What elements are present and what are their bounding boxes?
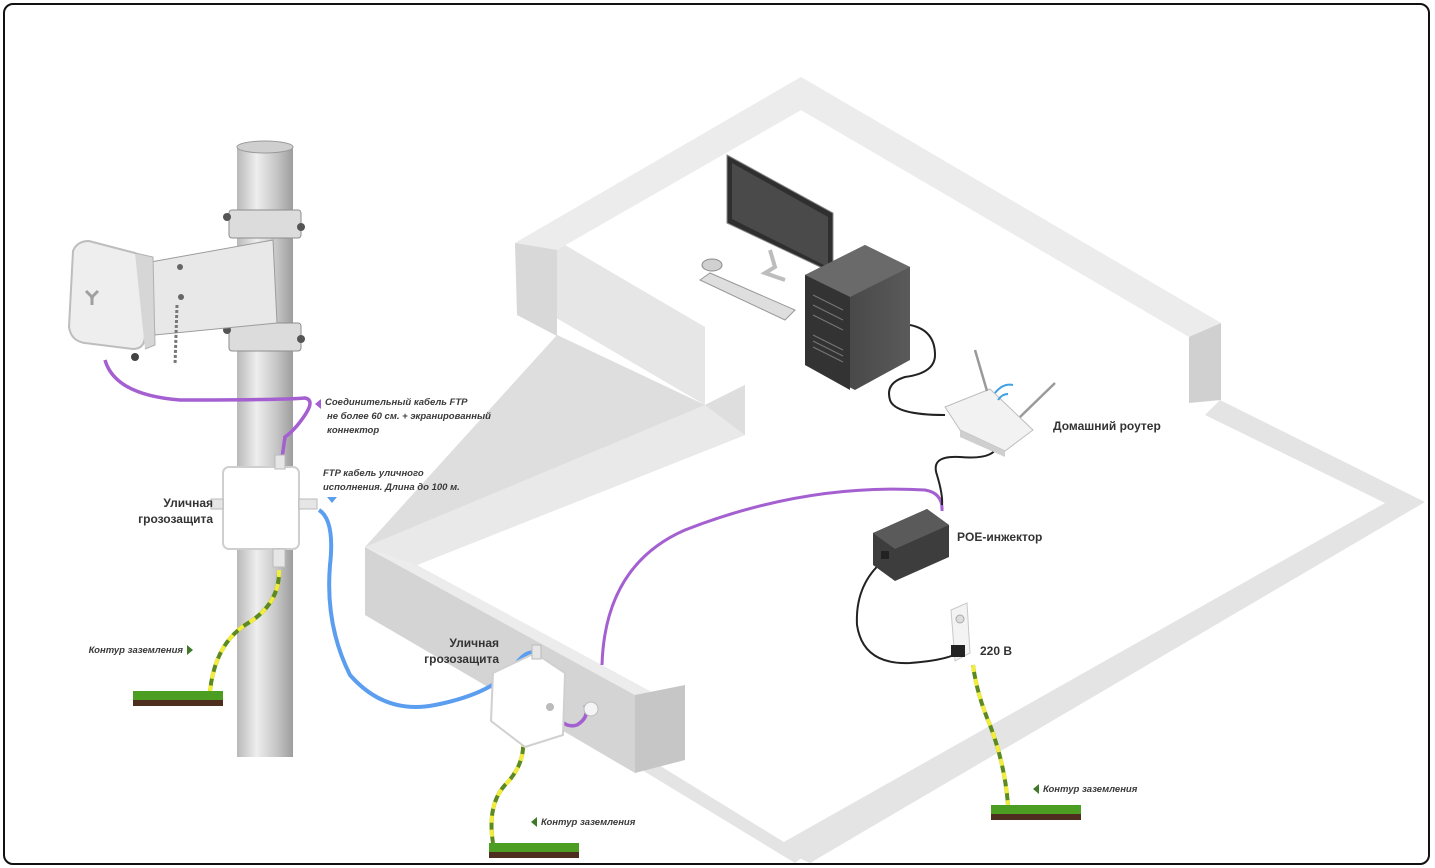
sector-antenna-icon bbox=[67, 239, 156, 361]
ground-pole-label: Контур заземления bbox=[89, 645, 184, 656]
cable-pc-to-router bbox=[888, 324, 946, 416]
router-label: Домашний роутер bbox=[1053, 419, 1161, 433]
ftp-outdoor-label-1: FTP кабель уличного bbox=[323, 468, 424, 479]
ftp-outdoor-label-2: исполнения. Длина до 100 м. bbox=[323, 482, 460, 493]
desktop-computer-icon bbox=[699, 154, 910, 390]
ftp-patch-label-1: Соединительный кабель FTP bbox=[325, 397, 468, 408]
ground-pointer-outlet bbox=[1033, 784, 1039, 794]
grass-ground-icon-pole bbox=[133, 691, 223, 706]
diagram-frame: Соединительный кабель FTP не более 60 см… bbox=[3, 3, 1430, 865]
surge-wall-label-2: грозозащита bbox=[424, 652, 499, 666]
outdoor-cable-pointer bbox=[327, 497, 337, 503]
cable-poe-to-outlet bbox=[855, 560, 962, 665]
patch-cable-wall-to-poe bbox=[600, 487, 944, 666]
patch-cable-antenna-to-surge bbox=[103, 359, 312, 466]
ground-wires bbox=[208, 569, 1010, 844]
surge-protector-pole-icon bbox=[210, 454, 318, 568]
walls bbox=[365, 77, 1221, 773]
grass-ground-icon-outlet bbox=[991, 805, 1081, 820]
patch-cable-pointer bbox=[315, 399, 321, 409]
poe-injector-icon bbox=[873, 509, 949, 581]
surge-pole-label-2: грозозащита bbox=[138, 512, 213, 526]
ftp-patch-label-3: коннектор bbox=[327, 425, 379, 436]
mast-pole bbox=[223, 140, 305, 757]
wifi-router-icon bbox=[944, 349, 1056, 457]
ground-wall-label: Контур заземления bbox=[541, 817, 636, 828]
mains-label: 220 В bbox=[980, 644, 1012, 658]
surge-wall-label-1: Уличная bbox=[449, 636, 499, 650]
ftp-patch-label-2: не более 60 см. + экранированный bbox=[327, 411, 491, 422]
surge-pole-label-1: Уличная bbox=[163, 496, 213, 510]
ground-pointer-pole bbox=[187, 645, 193, 655]
ground-outlet-label: Контур заземления bbox=[1043, 784, 1138, 795]
network-installation-diagram: Соединительный кабель FTP не более 60 см… bbox=[67, 77, 1425, 863]
poe-label: POE-инжектор bbox=[957, 530, 1042, 544]
grass-ground-icon-wall bbox=[489, 843, 579, 858]
surge-protector-wall-icon bbox=[489, 644, 599, 749]
power-outlet-icon bbox=[950, 602, 971, 662]
ground-pointer-wall bbox=[531, 817, 537, 827]
cable-router-to-poe bbox=[934, 444, 998, 506]
